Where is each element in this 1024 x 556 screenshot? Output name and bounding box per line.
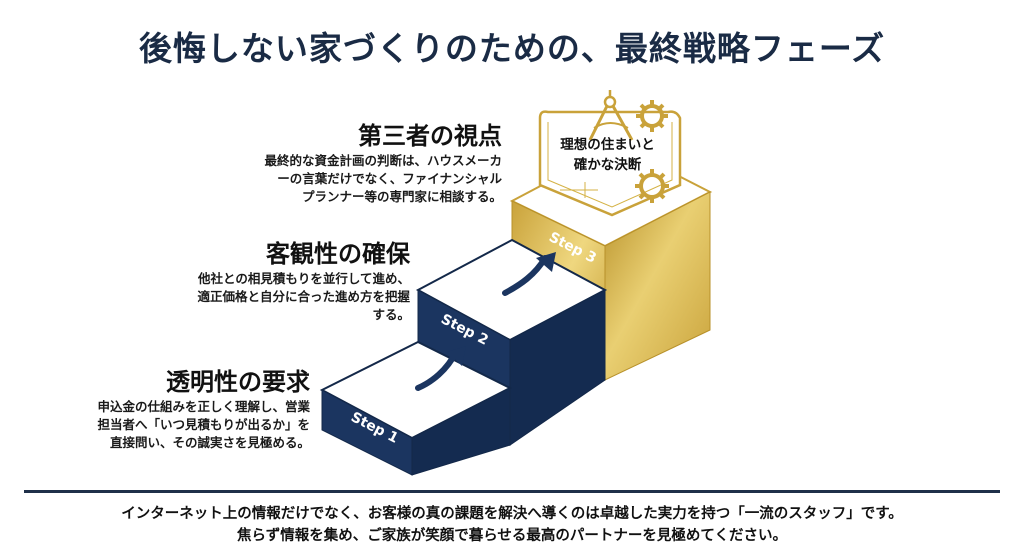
- step-3-line: 最終的な資金計画の判断は、ハウスメーカ: [264, 153, 502, 168]
- page-title: 後悔しない家づくりのための、最終戦略フェーズ: [138, 29, 886, 68]
- arrow-head-icon: [536, 252, 556, 272]
- step-1-line: 担当者へ「いつ見積もりが出るか」を: [97, 417, 310, 432]
- step-2-line: する。: [372, 307, 410, 322]
- step-3-line: プランナー等の専門家に相談する。: [301, 189, 502, 204]
- footer-message: インターネット上の情報だけでなく、お客様の真の課題を解決へ導くのは卓越した実力を…: [0, 503, 1024, 547]
- step-1-line: 申込金の仕組みを正しく理解し、営業: [97, 399, 310, 414]
- step-2-description: 客観性の確保 他社との相見積もりを並行して進め、 適正価格と自分に合った進め方を…: [180, 238, 410, 324]
- compass-icon: [588, 90, 634, 141]
- step-3-heading: 第三者の視点: [358, 122, 502, 150]
- step-1-heading: 透明性の要求: [166, 368, 310, 396]
- step-1-body: 申込金の仕組みを正しく理解し、営業 担当者へ「いつ見積もりが出るか」を 直接問い…: [40, 398, 310, 452]
- footer-line: インターネット上の情報だけでなく、お客様の真の課題を解決へ導くのは卓越した実力を…: [121, 506, 903, 522]
- footer-divider: [24, 490, 1000, 493]
- gear-icon: [635, 169, 669, 203]
- step-2-heading: 客観性の確保: [266, 240, 410, 268]
- step-2-line: 適正価格と自分に合った進め方を把握: [197, 289, 410, 304]
- step-3-description: 第三者の視点 最終的な資金計画の判断は、ハウスメーカ ーの言葉だけでなく、ファイ…: [222, 120, 502, 206]
- goal-badge-line: 理想の住まいと: [560, 137, 655, 153]
- gear-icon: [636, 100, 668, 132]
- goal-badge-text: 理想の住まいと 確かな決断: [545, 135, 670, 175]
- step-3-line: ーの言葉だけでなく、ファイナンシャル: [277, 171, 502, 186]
- arrow-head-icon: [447, 346, 466, 366]
- blueprint-icon: [538, 110, 682, 217]
- step-1-line: 直接問い、その誠実さを見極める。: [109, 435, 310, 450]
- step-3-body: 最終的な資金計画の判断は、ハウスメーカ ーの言葉だけでなく、ファイナンシャル プ…: [222, 152, 502, 206]
- step-1-block: Step 1: [319, 340, 513, 476]
- step-1-description: 透明性の要求 申込金の仕組みを正しく理解し、営業 担当者へ「いつ見積もりが出るか…: [40, 366, 310, 452]
- step-2-body: 他社との相見積もりを並行して進め、 適正価格と自分に合った進め方を把握 する。: [180, 270, 410, 324]
- goal-badge-line: 確かな決断: [573, 157, 642, 173]
- step-2-line: 他社との相見積もりを並行して進め、: [197, 271, 410, 286]
- goal-badge: [538, 90, 682, 217]
- footer-line: 焦らず情報を集め、ご家族が笑顔で暮らせる最高のパートナーを見極めてください。: [237, 528, 787, 544]
